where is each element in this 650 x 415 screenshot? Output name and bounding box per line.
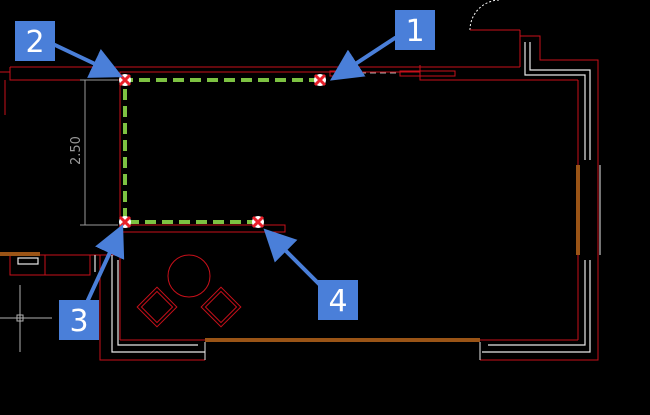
- measurement-path: [123, 78, 320, 224]
- red-x-marker-icon[interactable]: [118, 215, 132, 229]
- room-walls: [0, 30, 599, 361]
- vertex-markers[interactable]: [118, 73, 327, 229]
- red-x-marker-icon[interactable]: [118, 73, 132, 87]
- wall-inner-lines: [17, 42, 591, 353]
- dimension-label: 2.50: [69, 136, 84, 165]
- callout-arrow-icon: [53, 43, 123, 78]
- callout-1-label: 1: [405, 14, 424, 49]
- callout-arrow-icon: [86, 224, 125, 302]
- callout-4: 4: [318, 280, 358, 320]
- callout-arrow-icon: [329, 36, 397, 81]
- callout-3-label: 3: [69, 304, 88, 339]
- callout-2-label: 2: [25, 25, 44, 60]
- callout-arrow-icon: [263, 228, 327, 292]
- callout-4-label: 4: [328, 284, 347, 319]
- door-swing-arc: [469, 0, 520, 31]
- dimension-line: [80, 79, 118, 226]
- red-x-marker-icon[interactable]: [313, 73, 327, 87]
- callout-2: 2: [15, 21, 55, 61]
- callout-3: 3: [59, 300, 99, 340]
- red-x-marker-icon[interactable]: [251, 215, 265, 229]
- callout-arrows: [53, 36, 397, 302]
- table-and-chairs: [136, 254, 242, 328]
- crosshair-icon: [0, 285, 52, 352]
- windows: [0, 165, 601, 360]
- callout-1: 1: [395, 10, 435, 50]
